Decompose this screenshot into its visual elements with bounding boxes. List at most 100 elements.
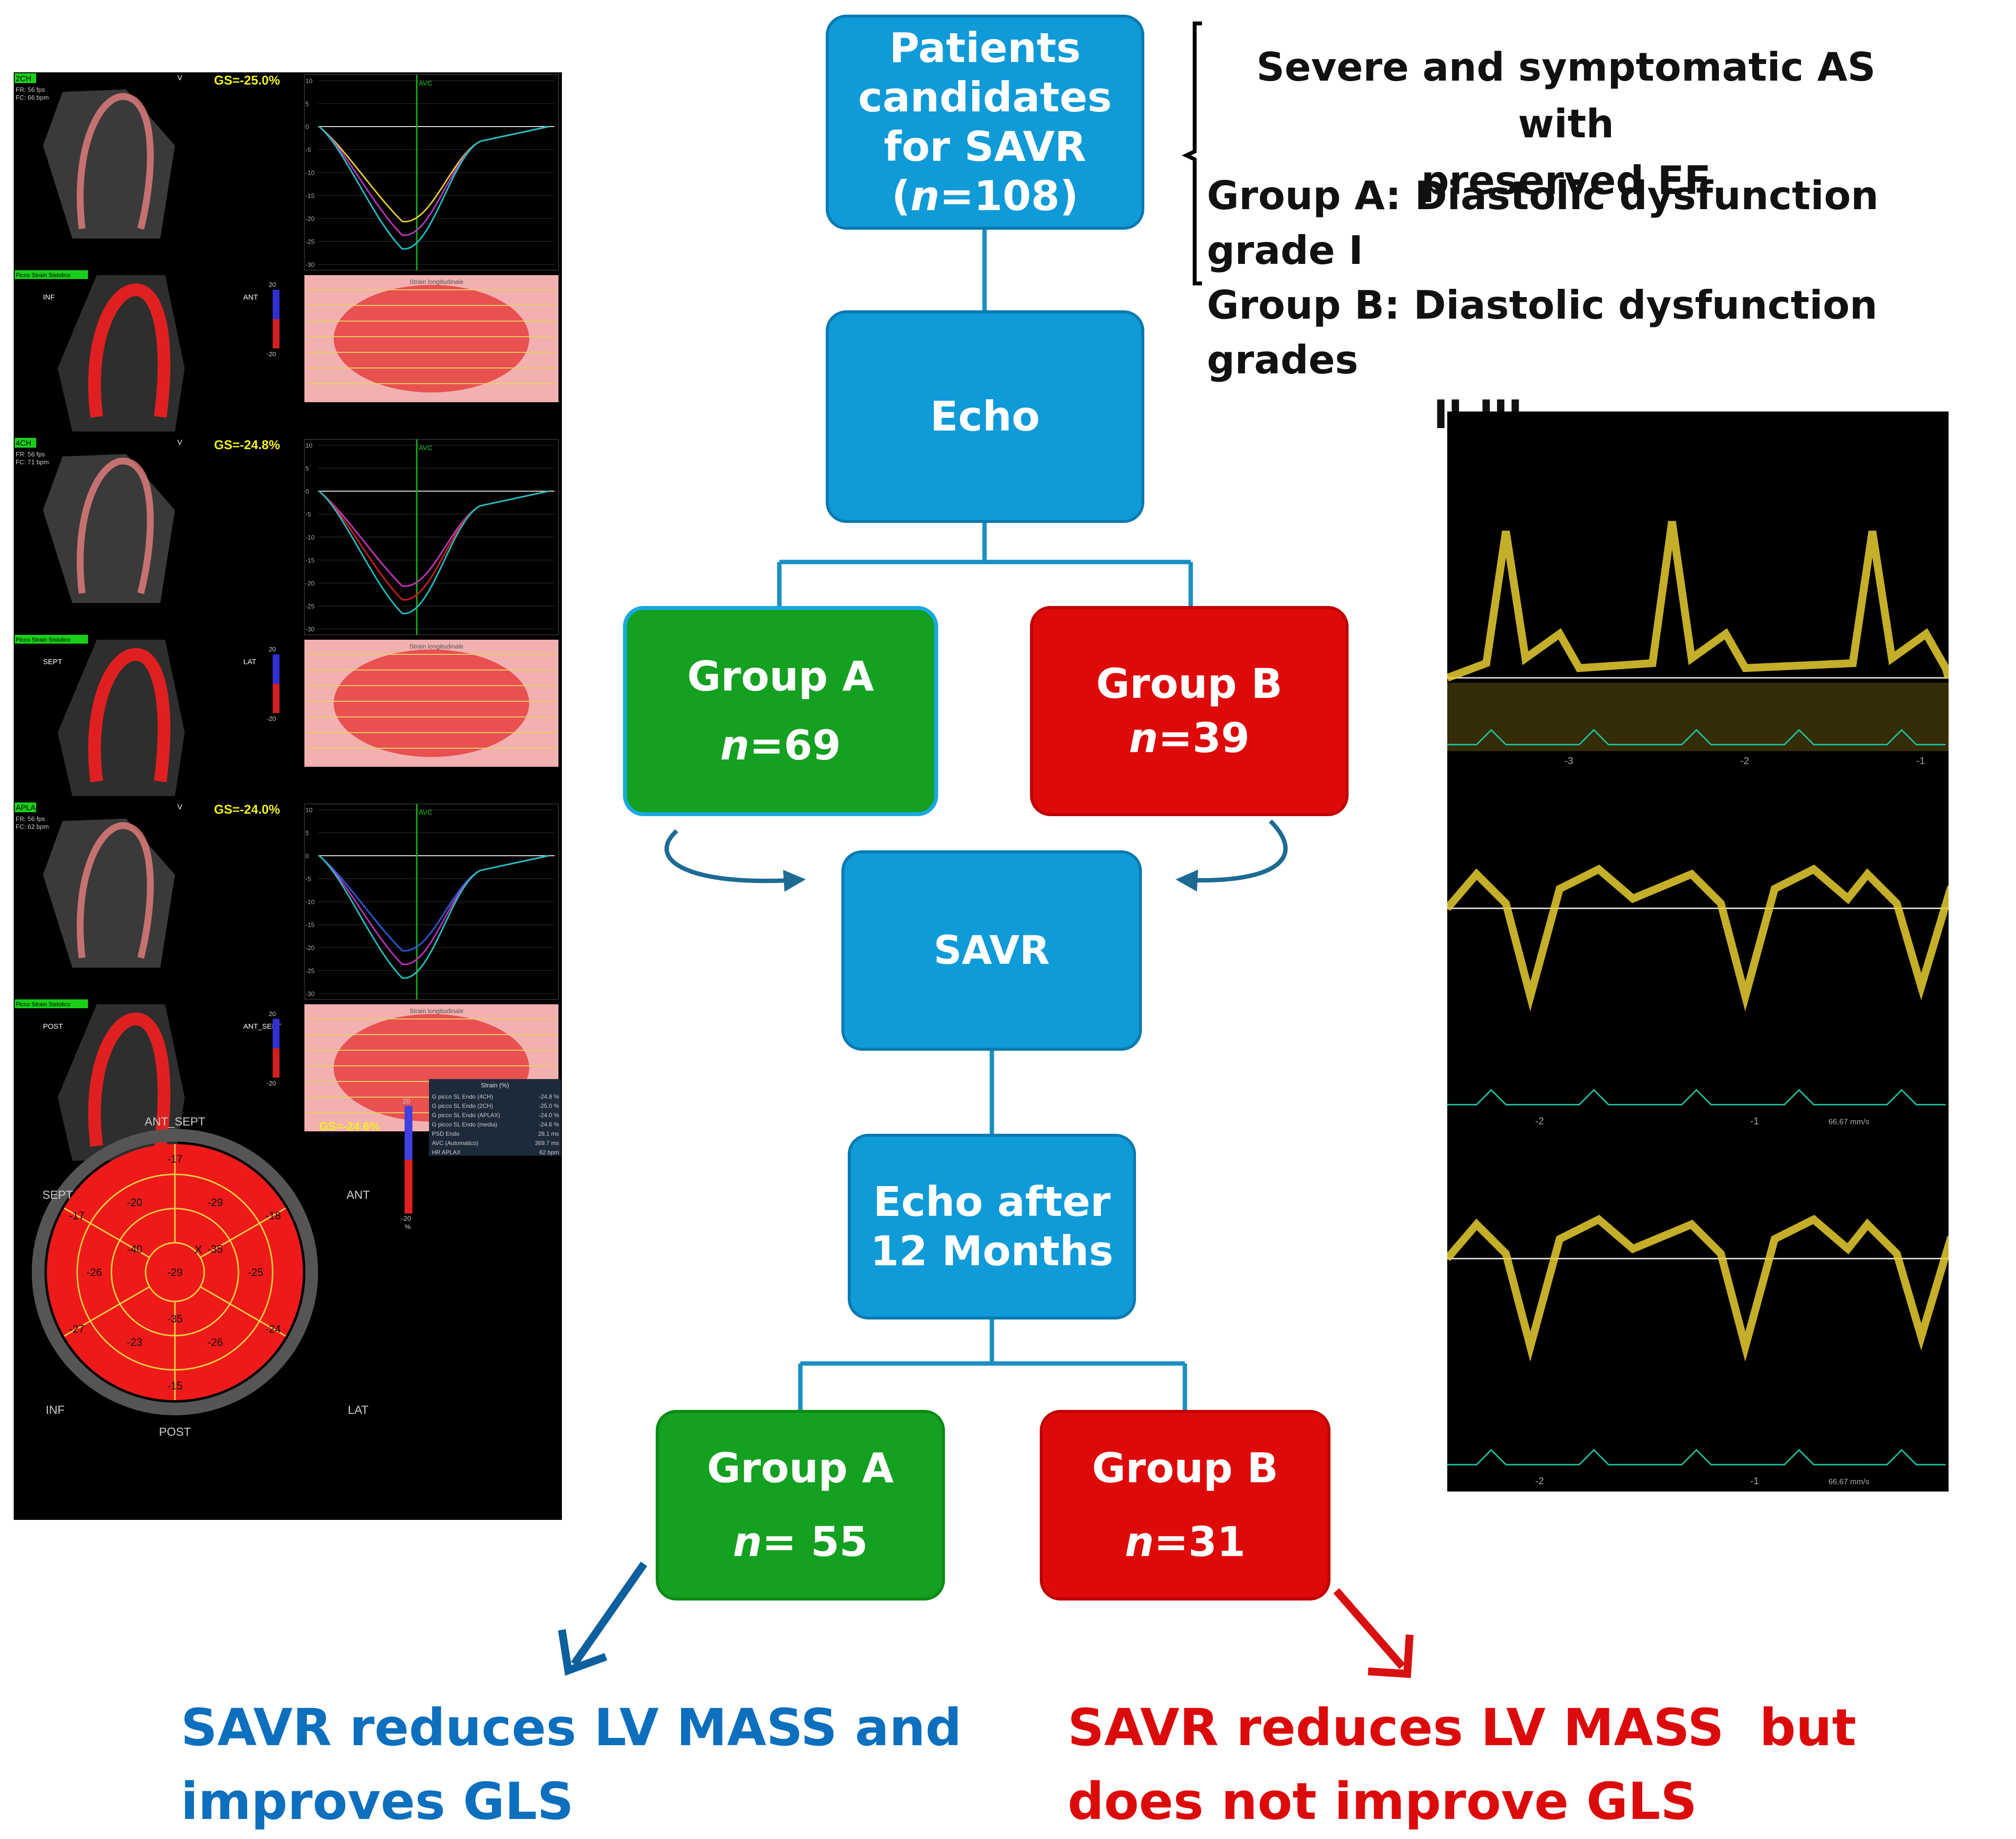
group-b-post-label: Group B — [1092, 1444, 1279, 1493]
bullseye-mid-value: -29 — [208, 1196, 223, 1209]
wall-label-right: LAT — [243, 658, 256, 666]
time-tick: -1 — [1916, 756, 1925, 767]
view-tag: APLAX — [16, 804, 41, 812]
segmental-strain-overlay — [88, 648, 171, 782]
doppler-velocity-trace — [1447, 520, 1949, 682]
view-tag: 2CH — [16, 75, 31, 83]
group-b-post-box: Group B n=31 — [1040, 1410, 1330, 1601]
bullseye-scale-bottom: -20 — [401, 1214, 411, 1222]
scale-red — [273, 684, 279, 713]
bullseye-label-top: ANT_SEPT — [145, 1115, 205, 1128]
echo-after-box: Echo after 12 Months — [848, 1134, 1136, 1320]
bullseye-mid-value: -25 — [248, 1266, 263, 1278]
inclusion-note-groups: Group A: Diastolic dysfunction grade I G… — [1207, 169, 2013, 442]
segment-tag-box — [15, 999, 88, 1008]
bullseye-basal-value: -15 — [167, 1380, 183, 1392]
curve-y-tick: 0 — [305, 123, 309, 130]
avc-label: AVC — [419, 808, 432, 816]
bullseye-scale-blue — [405, 1106, 412, 1160]
group-a-post-label: Group A — [707, 1444, 894, 1493]
v-marker: V — [177, 803, 182, 811]
scale-blue — [273, 290, 279, 319]
bullseye-disc — [47, 1144, 303, 1400]
segment-strain-curve — [319, 855, 549, 979]
doppler-reverse-flow — [1447, 683, 1949, 751]
lv-contour — [77, 457, 154, 594]
group-a-post-count: n= 55 — [732, 1518, 868, 1566]
scale-bottom: -20 — [267, 350, 276, 358]
ultrasound-sector — [43, 454, 175, 603]
curved-arrow-b-to-savr — [1176, 819, 1288, 892]
strain-table-value: -24.6 % — [539, 1121, 559, 1128]
heatmap-label: Strain longitudinale — [409, 1007, 464, 1015]
wall-label-right: ANT — [243, 293, 258, 302]
strain-table-value: 28.1 ms — [538, 1130, 559, 1137]
global-strain: GS=-24.8% — [214, 437, 280, 452]
bullseye-label-bottom: POST — [159, 1426, 191, 1439]
conclusion-b-line1: SAVR reduces LV MASS but — [1068, 1698, 1857, 1757]
avc-label: AVC — [419, 79, 432, 87]
time-tick: -2 — [1535, 1116, 1544, 1126]
curve-y-tick: -20 — [305, 215, 315, 222]
curve-y-tick: -15 — [305, 921, 315, 929]
view-tag: 4CH — [16, 439, 31, 448]
frame-rate: FR: 56 fps — [16, 451, 45, 458]
bullseye-apical-value: -35 — [207, 1243, 223, 1255]
conclusion-b-line2: does not improve GLS — [1068, 1771, 1697, 1831]
scale-blue — [273, 1019, 279, 1048]
wall-label-left: INF — [43, 293, 55, 302]
inclusion-line2: preserved EF — [1421, 158, 1711, 203]
heatmap-label: Strain longitudinale — [409, 643, 464, 650]
bullseye-basal-value: -27 — [69, 1323, 85, 1335]
bullseye-mid-value: -20 — [127, 1196, 143, 1209]
bullseye-basal-value: -17 — [69, 1210, 85, 1222]
bullseye-basal-value: -24 — [265, 1323, 281, 1335]
segment-tag: Picco Strain Sistolico — [16, 1001, 70, 1008]
conclusion-a-line2: improves GLS — [181, 1771, 574, 1831]
wall-label-left: SEPT — [43, 658, 62, 666]
strain-heatmap-core — [334, 649, 529, 757]
strain-table-key: G picco SL Endo (2CH) — [432, 1103, 493, 1109]
segment-strain-curve — [319, 855, 549, 952]
time-tick: -1 — [1750, 1476, 1759, 1487]
patients-count: (n=108) — [891, 172, 1079, 220]
segment-strain-curve — [319, 490, 549, 587]
patients-line3: for SAVR — [883, 123, 1087, 171]
curve-y-tick: -20 — [305, 580, 315, 587]
bullseye-scale-unit: % — [405, 1223, 410, 1231]
segmental-strain-overlay — [88, 1012, 171, 1147]
strain-table-value: 369.7 ms — [535, 1140, 559, 1147]
bullseye-scale-top: 20 — [403, 1097, 410, 1105]
strain-table-value: -24.0 % — [539, 1112, 559, 1119]
bullseye-apical-value: -35 — [167, 1313, 183, 1325]
scale-red — [273, 1048, 279, 1078]
bullseye-spoke — [64, 1207, 150, 1258]
group-b-post-count: n=31 — [1124, 1518, 1246, 1566]
sweep-speed: 66.67 mm/s — [1828, 1478, 1869, 1486]
wall-label-left: POST — [43, 1022, 63, 1031]
curve-y-tick: 0 — [305, 488, 309, 495]
scale-red — [273, 319, 279, 348]
ecg-trace — [1447, 1089, 1946, 1105]
conclusion-group-b: SAVR reduces LV MASS but does not improv… — [1068, 1691, 1856, 1839]
heart-rate: FC: 71 bpm — [16, 458, 49, 466]
scale-top: 20 — [269, 646, 276, 653]
ultrasound-sector — [43, 819, 175, 968]
curve-y-tick: -10 — [305, 534, 315, 541]
strain-table-key: AVC (Automatico) — [432, 1140, 478, 1147]
group-b-pre-box: Group B n=39 — [1030, 606, 1349, 816]
segment-tag-box — [15, 635, 88, 644]
segment-strain-curve — [319, 126, 549, 250]
strain-table-value: -24.8 % — [539, 1093, 559, 1100]
arrow-head-group-b — [1368, 1634, 1414, 1678]
strain-table-key: PSD Endo — [432, 1130, 459, 1137]
view-tag-box — [15, 73, 36, 83]
bullseye-mid-value: -26 — [86, 1266, 102, 1278]
curve-y-tick: 10 — [305, 77, 312, 85]
curve-y-tick: -30 — [305, 626, 315, 633]
strain-table-key: G picco SL Endo (4CH) — [432, 1093, 493, 1100]
global-strain: GS=-25.0% — [214, 73, 280, 87]
frame-rate: FR: 56 fps — [16, 815, 45, 822]
